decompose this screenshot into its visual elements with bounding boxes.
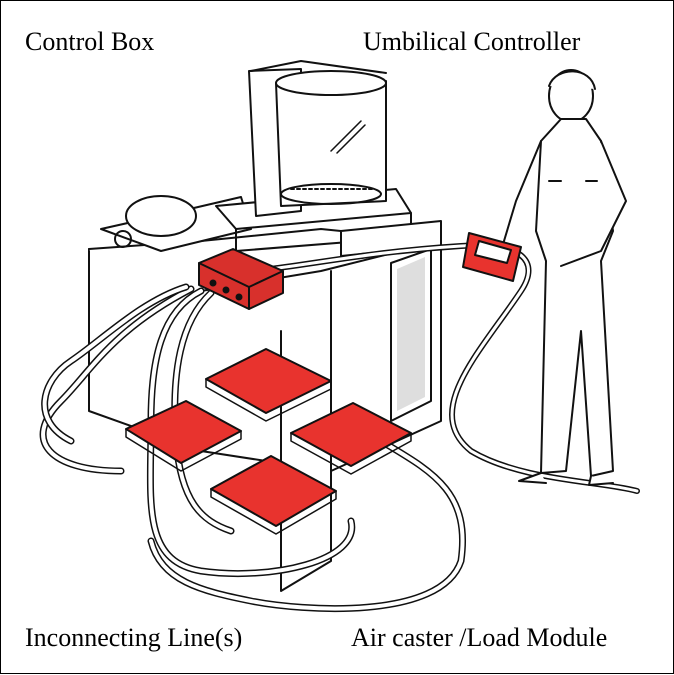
umbilical-cable-inner xyxy=(269,243,639,493)
glass-enclosure xyxy=(248,60,387,217)
air-caster-pads xyxy=(125,348,412,527)
label-air-caster-load-module: Air caster /Load Module xyxy=(351,623,608,652)
control-box-unit xyxy=(198,248,284,310)
umbilical-controller-handheld xyxy=(462,232,522,282)
label-control-box: Control Box xyxy=(25,27,155,56)
label-interconnecting-lines: Inconnecting Line(s) xyxy=(25,623,243,652)
label-umbilical-controller: Umbilical Controller xyxy=(363,27,581,56)
operator-figure xyxy=(500,69,627,486)
